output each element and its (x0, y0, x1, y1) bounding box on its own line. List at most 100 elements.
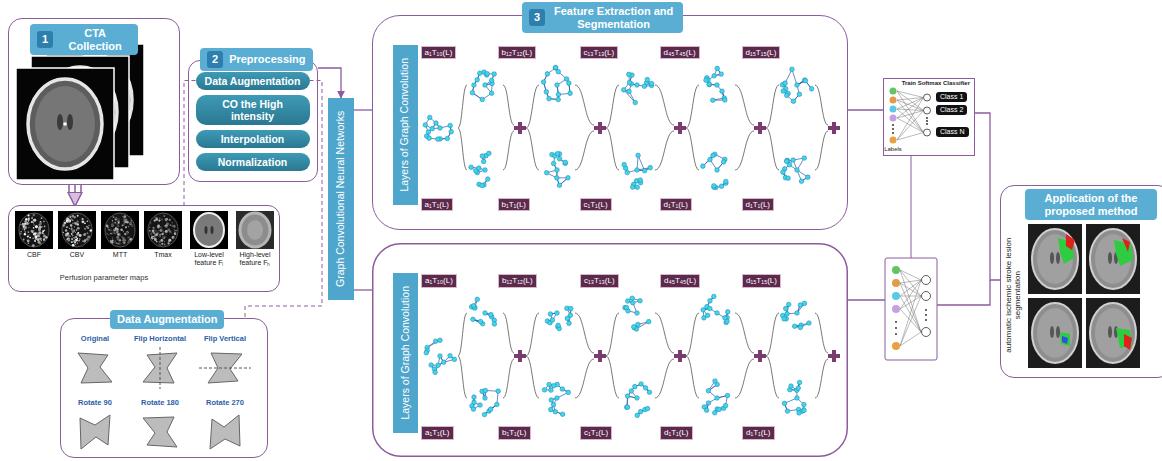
speckle (24, 220, 27, 223)
input-unit (892, 305, 900, 313)
brain (1095, 308, 1131, 358)
graph-vertex (797, 380, 802, 385)
speckle (110, 240, 111, 241)
weight-label: c₁₃T₁₃(L) (584, 276, 615, 285)
network-link (900, 296, 921, 332)
flip-axis (199, 368, 251, 369)
speckle (170, 224, 172, 226)
network-link (900, 296, 921, 346)
graph-vertex (645, 406, 650, 411)
speckle (158, 236, 160, 238)
speckle (154, 238, 157, 241)
application-panel: Application of the proposed method (1000, 185, 1162, 378)
map-caption: CBV (55, 251, 99, 259)
graph-vertex (715, 396, 720, 401)
ventricle (1056, 252, 1060, 264)
speckle (76, 221, 78, 223)
graph-vertex (567, 81, 572, 86)
speckle (70, 224, 72, 226)
speckle (150, 222, 152, 224)
graph-vertex (555, 176, 560, 181)
graph-vertex (719, 184, 724, 189)
speckle (123, 216, 125, 218)
lesion-mask (1066, 234, 1075, 250)
output-network (885, 258, 937, 360)
ellipsis-dot (895, 321, 897, 323)
flow-curve (526, 356, 539, 398)
panel-tab: 2Preprocessing (200, 48, 313, 71)
network-link (897, 98, 924, 141)
graph-vertex (489, 312, 494, 317)
sum-bar (518, 122, 522, 134)
speckle (129, 223, 132, 226)
graph-vertex (708, 157, 713, 162)
graph-vertex (635, 185, 640, 190)
speckle (87, 236, 90, 239)
flow-curve (458, 85, 467, 128)
ellipsis-dot (926, 123, 928, 125)
connector (318, 68, 341, 98)
graph-vertex (429, 363, 434, 368)
graph-vertex (549, 388, 554, 393)
graph-vertex (707, 82, 712, 87)
graph-vertex (795, 83, 800, 88)
speckle (120, 229, 122, 231)
graph-cluster (782, 380, 806, 415)
speckle (153, 227, 155, 229)
ellipsis-dot (925, 309, 927, 311)
class-label: Class N (940, 128, 965, 135)
speckle (28, 214, 30, 216)
graph-vertex (556, 97, 561, 102)
speckle (117, 233, 120, 236)
graph-cluster (470, 388, 501, 417)
speckle (172, 222, 174, 224)
speckle (71, 238, 73, 240)
graph-vertex (551, 161, 556, 166)
sum-symbol (594, 350, 606, 362)
image-background (1086, 224, 1140, 294)
graph-vertex (715, 66, 720, 71)
graph-vertex (547, 96, 552, 101)
speckle (43, 221, 45, 223)
speckle (82, 240, 83, 241)
graph-vertex (701, 308, 706, 313)
speckle (74, 241, 75, 242)
perfusion-map (101, 211, 139, 249)
graph-vertex (480, 97, 485, 102)
flow-curve (815, 313, 828, 353)
speckle (155, 230, 156, 231)
output-unit (924, 94, 931, 101)
graph-vertex (475, 77, 480, 82)
network-link (900, 280, 921, 346)
speckle (110, 233, 113, 236)
speckle (125, 219, 128, 222)
graph-vertex (648, 165, 653, 170)
graph-vertex (544, 170, 549, 175)
panel-heading: CTA Collection (59, 27, 131, 52)
speckle (131, 225, 133, 227)
panel-tab: Data Augmentation (110, 310, 224, 329)
flow-curve (458, 356, 467, 398)
graph-vertex (797, 411, 802, 416)
midline-dot (63, 122, 67, 126)
flow-curve (766, 356, 779, 398)
graph-vertex (802, 408, 807, 413)
graph-vertex (478, 319, 483, 324)
map-caption: Low-level feature Fₗ (187, 251, 231, 267)
input-unit (892, 292, 900, 300)
flow-curve (606, 313, 619, 356)
graph-vertex (436, 137, 441, 142)
graph-cluster (423, 115, 453, 141)
speckle (130, 220, 132, 222)
network-link (897, 98, 924, 110)
speckle (84, 234, 86, 236)
map-background (101, 211, 139, 249)
graph-vertex (723, 316, 728, 321)
ventricle (1050, 252, 1054, 264)
graph-vertex (477, 71, 482, 76)
step-label: Interpolation (221, 133, 285, 145)
graph-vertex (483, 83, 488, 88)
graph-vertex (642, 84, 647, 89)
graph-vertex (715, 311, 720, 316)
